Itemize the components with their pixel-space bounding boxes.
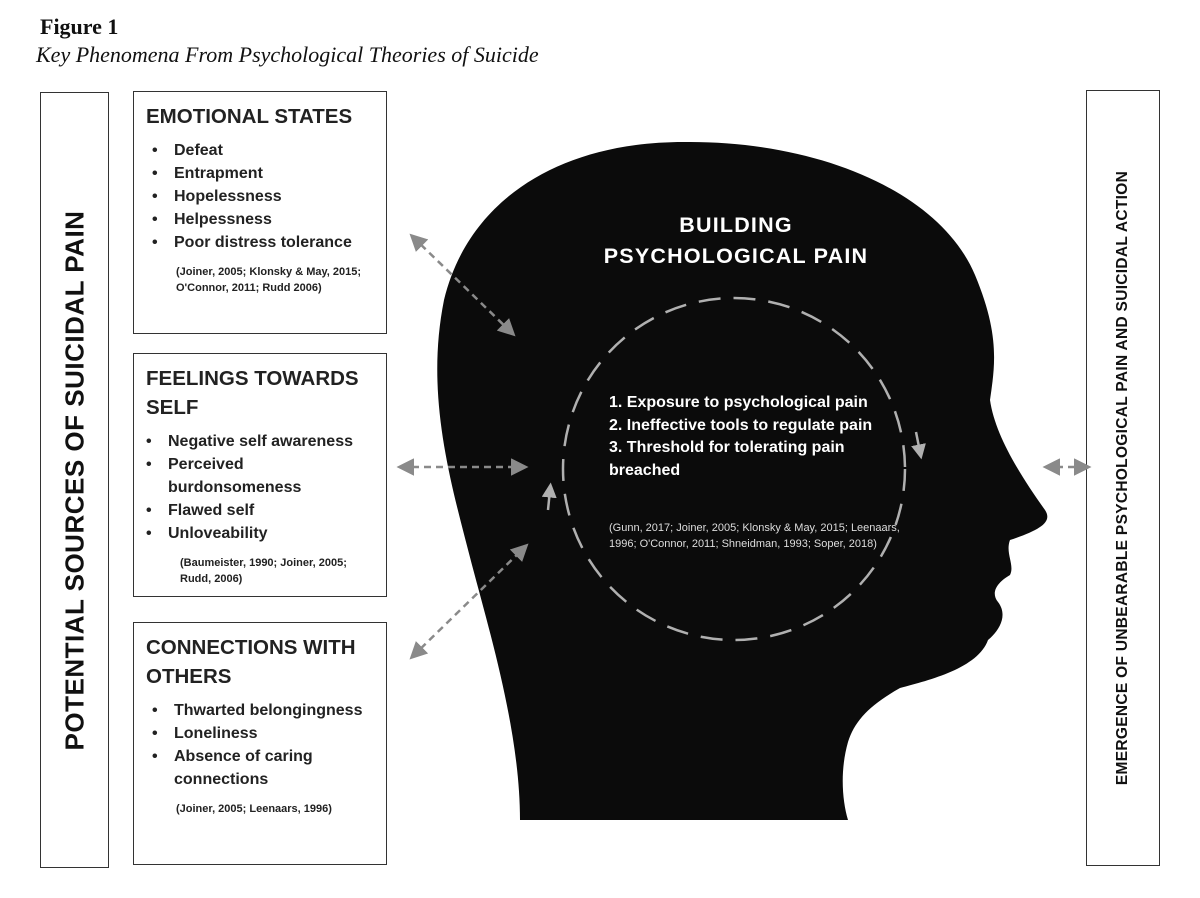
- emotional-states-title: EMOTIONAL STATES: [146, 105, 353, 128]
- head-title: BUILDING PSYCHOLOGICAL PAIN: [603, 213, 869, 268]
- head-citation: (Gunn, 2017; Joiner, 2005; Klonsky & May…: [609, 522, 900, 550]
- pain-step: 3. Threshold for tolerating pain breache…: [609, 439, 845, 479]
- pain-steps-list: 1. Exposure to psychological pain 2. Ine…: [609, 392, 889, 482]
- right-side-panel: EMERGENCE OF UNBEARABLE PSYCHOLOGICAL PA…: [1086, 90, 1160, 866]
- head-silhouette: [437, 141, 1048, 820]
- list-item: Loneliness: [152, 722, 376, 745]
- list-item: Flawed self: [146, 499, 376, 522]
- arrow-others-to-head: [409, 543, 529, 660]
- pain-step: 1. Exposure to psychological pain: [609, 394, 868, 411]
- figure-label: Figure 1: [40, 14, 119, 39]
- list-item: Thwarted belongingness: [152, 699, 376, 722]
- pain-step: 2. Ineffective tools to regulate pain: [609, 416, 873, 434]
- feelings-towards-self-title: FEELINGS TOWARDS SELF: [146, 367, 359, 419]
- list-item: Absence of caring connections: [152, 745, 376, 791]
- list-item: Negative self awareness: [146, 430, 376, 453]
- feelings-towards-self-list: Negative self awareness Perceived burdon…: [146, 430, 376, 545]
- list-item: Perceived burdonsomeness: [146, 453, 376, 499]
- connections-with-others-title: CONNECTIONS WITH OTHERS: [146, 636, 356, 688]
- emotional-states-citation: (Joiner, 2005; Klonsky & May, 2015; O'Co…: [176, 266, 362, 294]
- figure-title: Key Phenomena From Psychological Theorie…: [36, 42, 539, 67]
- list-item: Defeat: [152, 139, 376, 162]
- feelings-towards-self-box: FEELINGS TOWARDS SELF Negative self awar…: [133, 353, 387, 597]
- emotional-states-list: Defeat Entrapment Hopelessness Helpessne…: [146, 139, 376, 254]
- cycle-arrow-right: [911, 431, 926, 460]
- feelings-towards-self-citation: (Baumeister, 1990; Joiner, 2005; Rudd, 2…: [180, 557, 347, 585]
- connections-with-others-list: Thwarted belongingness Loneliness Absenc…: [146, 699, 376, 791]
- left-side-panel: POTENTIAL SOURCES OF SUICIDAL PAIN: [40, 92, 109, 868]
- connections-with-others-citation: (Joiner, 2005; Leenaars, 1996): [176, 803, 332, 815]
- list-item: Unloveability: [146, 522, 376, 545]
- list-item: Entrapment: [152, 162, 376, 185]
- pain-cycle-circle: [561, 296, 907, 642]
- cycle-arrow-left: [541, 482, 557, 511]
- list-item: Helpessness: [152, 208, 376, 231]
- list-item: Hopelessness: [152, 185, 376, 208]
- emotional-states-box: EMOTIONAL STATES Defeat Entrapment Hopel…: [133, 91, 387, 334]
- connections-with-others-box: CONNECTIONS WITH OTHERS Thwarted belongi…: [133, 622, 387, 865]
- list-item: Poor distress tolerance: [152, 231, 376, 254]
